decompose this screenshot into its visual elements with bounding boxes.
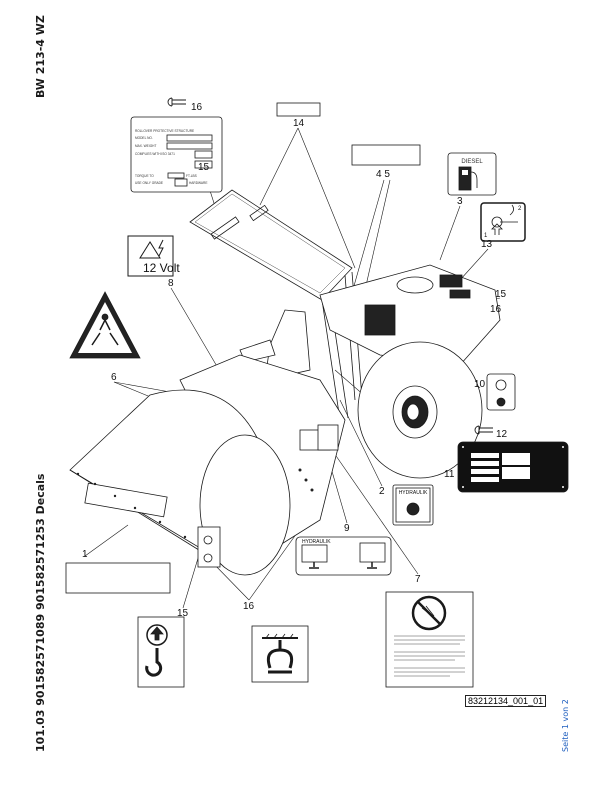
- rops-model: MODEL NO.: [135, 136, 153, 140]
- no-clean-warning-decal: [385, 591, 474, 688]
- bolt-icon: [167, 97, 186, 107]
- fuel-lever-decal: [480, 202, 526, 242]
- callout-15: 15: [495, 289, 507, 300]
- rops-title: ROLLOVER PROTECTIVE STRUCTURE: [135, 129, 194, 133]
- lifting-point-decal: [137, 616, 185, 688]
- rops-complies: COMPLIES WITH ISO 3471: [135, 152, 175, 156]
- callout-16: 16: [243, 601, 255, 612]
- callout-2: 2: [379, 486, 385, 497]
- bolt-icon: [474, 425, 493, 435]
- callout-4-5: 4 5: [376, 169, 390, 180]
- decal-14-box: [276, 102, 321, 117]
- callout-13: 13: [481, 239, 493, 250]
- callout-15: 15: [198, 162, 210, 173]
- voltage-label: 12 Volt: [143, 261, 180, 275]
- callout-1: 1: [82, 549, 88, 560]
- callout-6: 6: [111, 372, 117, 383]
- callout-7: 7: [415, 574, 421, 585]
- callout-16: 16: [490, 304, 502, 315]
- callout-3: 3: [457, 196, 463, 207]
- callout-10: 10: [474, 379, 486, 390]
- tie-down-decal: [251, 625, 309, 683]
- hydraulik-level-decal: [295, 536, 392, 576]
- crush-warning-decal: [69, 291, 141, 359]
- callout-8: 8: [168, 278, 174, 289]
- roller-machine: [69, 189, 501, 576]
- hydraulik-oil-label: HYDRAULIK: [399, 490, 428, 496]
- voltage-decal: [127, 235, 174, 277]
- decal-1-box: [65, 562, 171, 594]
- callout-12: 12: [496, 429, 508, 440]
- rops-hardware: HARDWARE: [189, 181, 207, 185]
- callout-16: 16: [191, 102, 203, 113]
- hydraulik-oil-decal: [392, 484, 434, 526]
- lever-step-1: 1: [484, 233, 488, 239]
- callout-15: 15: [177, 608, 189, 619]
- callout-14: 14: [293, 118, 305, 129]
- type-plate-decal: [457, 441, 569, 493]
- callout-11: 11: [444, 469, 455, 480]
- rops-grade: USE ONLY GRADE: [135, 181, 163, 185]
- diesel-label: DIESEL: [461, 159, 483, 165]
- hydraulik-level-label: HYDRAULIK: [302, 539, 331, 545]
- rops-weight: MAX. WEIGHT: [135, 144, 156, 148]
- rops-ftlbs: FT-LBS: [186, 174, 197, 178]
- rops-decal: [130, 116, 223, 193]
- page-indicator: Seite 1 von 2: [561, 699, 570, 752]
- diesel-decal: [447, 152, 497, 196]
- callout-numbers: 16 14 4 5 15 3 13 8 6 15 16 10 12 11 2 9…: [82, 102, 508, 619]
- drawing-id-label: 83212134_001_01: [465, 695, 547, 707]
- oil-decal-10: [486, 373, 516, 411]
- callout-9: 9: [344, 523, 350, 534]
- lever-step-2: 2: [518, 206, 522, 212]
- rops-torque: TORQUE TO: [135, 174, 154, 178]
- decal-4-5-box: [351, 144, 421, 166]
